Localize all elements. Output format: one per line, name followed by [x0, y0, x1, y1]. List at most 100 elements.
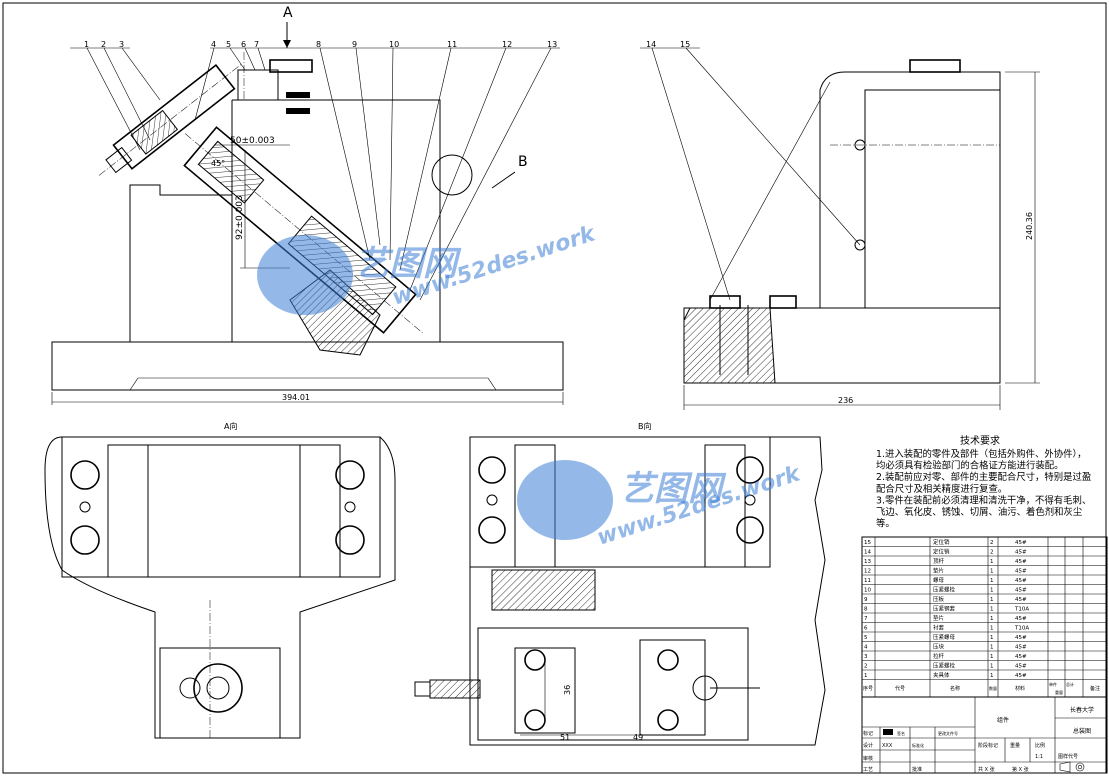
part-number-2: 2 [101, 40, 106, 49]
part-number-1: 1 [84, 40, 89, 49]
bom-row-material: 45# [1015, 578, 1027, 584]
bom-row-qty: 2 [990, 540, 994, 546]
bom-row-no: 5 [864, 635, 868, 641]
bom-row-qty: 1 [990, 597, 994, 603]
bom-row-material: 45# [1015, 597, 1027, 603]
bom-row-qty: 1 [990, 635, 994, 641]
bom-row-name: 压紧螺母 [933, 633, 956, 641]
part-number-9: 9 [352, 40, 357, 49]
tb-assembly: 组件 [997, 716, 1009, 724]
view-b-arrow-label: B [518, 154, 528, 170]
bom-row-no: 13 [864, 559, 871, 565]
bom-row-qty: 2 [990, 550, 994, 556]
bom-row-no: 7 [864, 616, 868, 622]
view-a-title: A向 [224, 421, 237, 431]
bom-row-no: 1 [864, 673, 868, 679]
bom-row-qty: 1 [990, 569, 994, 575]
tb-sheet-no: 第 X 张 [1012, 766, 1029, 773]
bom-row-no: 8 [864, 607, 868, 613]
bom-row-no: 4 [864, 645, 868, 651]
watermark-1: 艺图网 www.52des.work [257, 221, 599, 315]
bom-header-material: 材料 [1015, 685, 1025, 692]
dim-b-51: 51 [560, 733, 570, 742]
bom-row-name: 压紧螺栓 [933, 586, 956, 594]
bom-row-material: 45# [1015, 616, 1027, 622]
dim-side-height: 240.36 [1025, 212, 1034, 240]
tb-projection: 图样代号 [1058, 753, 1078, 760]
bom-row-no: 9 [864, 597, 868, 603]
tech-requirements-title: 技术要求 [960, 434, 1000, 447]
bom-row-qty: 1 [990, 626, 994, 632]
bom-row-material: 45# [1015, 569, 1027, 575]
tb-change-doc: 更改文件号 [938, 730, 958, 736]
bom-row-material: 45# [1015, 673, 1027, 679]
bom-row-no: 3 [864, 654, 868, 660]
bom-row-material: 45# [1015, 550, 1027, 556]
bom-row-name: 顶杆 [933, 557, 945, 565]
bom-row-name: 衬套 [933, 624, 945, 632]
dim-b-49: 49 [633, 733, 643, 742]
part-number-12: 12 [502, 40, 512, 49]
bom-row-qty: 1 [990, 645, 994, 651]
tech-requirement-line: 1.进入装配的零件及部件（包括外购件、外协件）， [876, 448, 1087, 460]
side-view [640, 47, 1040, 410]
tech-requirement-line: 等。 [876, 518, 895, 530]
bom-row-name: 垫片 [933, 567, 944, 575]
tb-designer: XXX [882, 743, 893, 749]
bom-header-weight: 重量 [1055, 689, 1063, 695]
tb-approve: 批准 [912, 766, 922, 773]
part-number-8: 8 [316, 40, 321, 49]
part-number-5: 5 [226, 40, 231, 49]
tb-drawing-name: 总装图 [1073, 727, 1091, 735]
part-number-14: 14 [646, 40, 656, 49]
bom-row-name: 夹具体 [933, 671, 950, 679]
watermark-brand-1: 艺图网 [355, 244, 462, 284]
bom-row-qty: 1 [990, 664, 994, 670]
dim-angle-45: 45° [211, 159, 225, 168]
part-number-3: 3 [119, 40, 124, 49]
bom-row-name: 压板 [933, 595, 945, 603]
tb-scale-value: 1:1 [1035, 754, 1043, 760]
bom-row-no: 10 [864, 588, 871, 594]
bom-row-qty: 1 [990, 607, 994, 613]
tb-sheets: 共 X 张 [978, 766, 995, 773]
bom-row-material: 45# [1015, 588, 1027, 594]
bom-row-no: 14 [864, 550, 871, 556]
bom-header-total-weight: 总计 [1066, 681, 1074, 687]
bom-row-material: 45# [1015, 540, 1027, 546]
bom-row-material: 45# [1015, 635, 1027, 641]
bom-row-no: 6 [864, 626, 868, 632]
dim-front-width: 394.01 [282, 393, 310, 402]
bom-row-material: 45# [1015, 664, 1027, 670]
part-number-10: 10 [389, 40, 399, 49]
bom-row-name: 压紧螺栓 [933, 662, 956, 670]
front-view [51, 22, 564, 405]
bom-row-material: 45# [1015, 559, 1027, 565]
bom-header-code: 代号 [895, 685, 905, 692]
part-number-13: 13 [547, 40, 557, 49]
tech-requirement-line: 2.装配前应对零、部件的主要配合尺寸，特别是过盈 [876, 471, 1091, 483]
bom-header-name: 名称 [950, 685, 960, 692]
bom-row-name: 压紧钢套 [933, 605, 956, 613]
bom-row-name: 定位销 [933, 548, 950, 556]
bom-header-remark: 备注 [1090, 685, 1100, 692]
bom-row-name: 垫片 [933, 614, 944, 622]
dim-b-36: 36 [563, 685, 572, 695]
part-number-7: 7 [254, 40, 259, 49]
tech-requirement-line: 配合尺寸及相关精度进行复查。 [876, 483, 1007, 495]
bom-header-unit-weight: 单件 [1049, 681, 1057, 687]
tech-requirement-line: 3.零件在装配前必须清理和清洗干净，不得有毛刺、 [876, 494, 1091, 506]
bom-row-no: 2 [864, 664, 868, 670]
bom-header-qty: 数量 [989, 685, 997, 691]
part-number-11: 11 [447, 40, 457, 49]
bom-row-material: 45# [1015, 645, 1027, 651]
bom-row-material: T10A [1014, 626, 1029, 632]
view-b-title: B向 [638, 421, 652, 431]
bom-row-qty: 1 [990, 578, 994, 584]
tb-process: 工艺 [863, 767, 873, 773]
bom-row-name: 拉杆 [933, 652, 945, 660]
view-a [44, 436, 396, 740]
dim-side-width: 236 [838, 396, 853, 405]
